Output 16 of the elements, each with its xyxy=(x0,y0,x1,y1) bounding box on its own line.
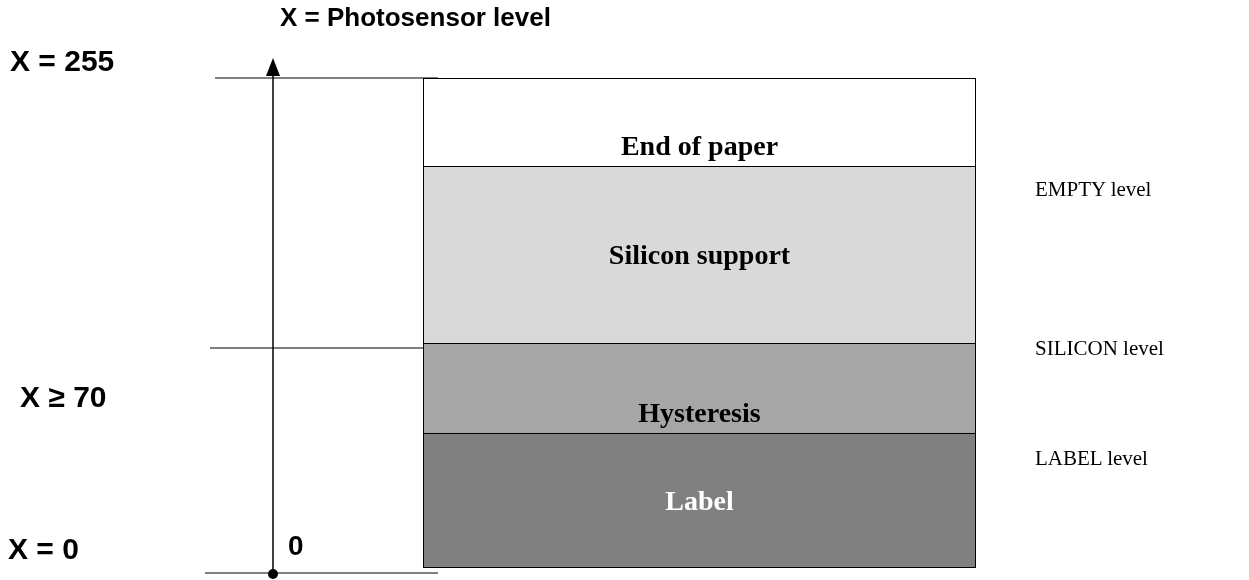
level-name: EMPTY level xyxy=(1035,177,1152,202)
band-label: Hysteresis xyxy=(638,397,761,429)
axis-origin: 0 xyxy=(288,530,304,562)
band-label: End of paper xyxy=(620,130,779,162)
level-value: X = 0 xyxy=(8,532,79,566)
level-name: SILICON level xyxy=(1035,336,1164,361)
level-band xyxy=(423,433,976,568)
level-band xyxy=(423,78,976,167)
level-value: X ≥ 70 xyxy=(20,380,107,414)
band-label: Label xyxy=(665,484,734,517)
level-band xyxy=(423,166,976,344)
level-band xyxy=(423,343,976,434)
level-name: LABEL level xyxy=(1035,446,1148,471)
band-label: Silicon support xyxy=(608,239,791,271)
level-value: X = 255 xyxy=(10,44,115,78)
axis-title: X = Photosensor level xyxy=(280,2,551,33)
